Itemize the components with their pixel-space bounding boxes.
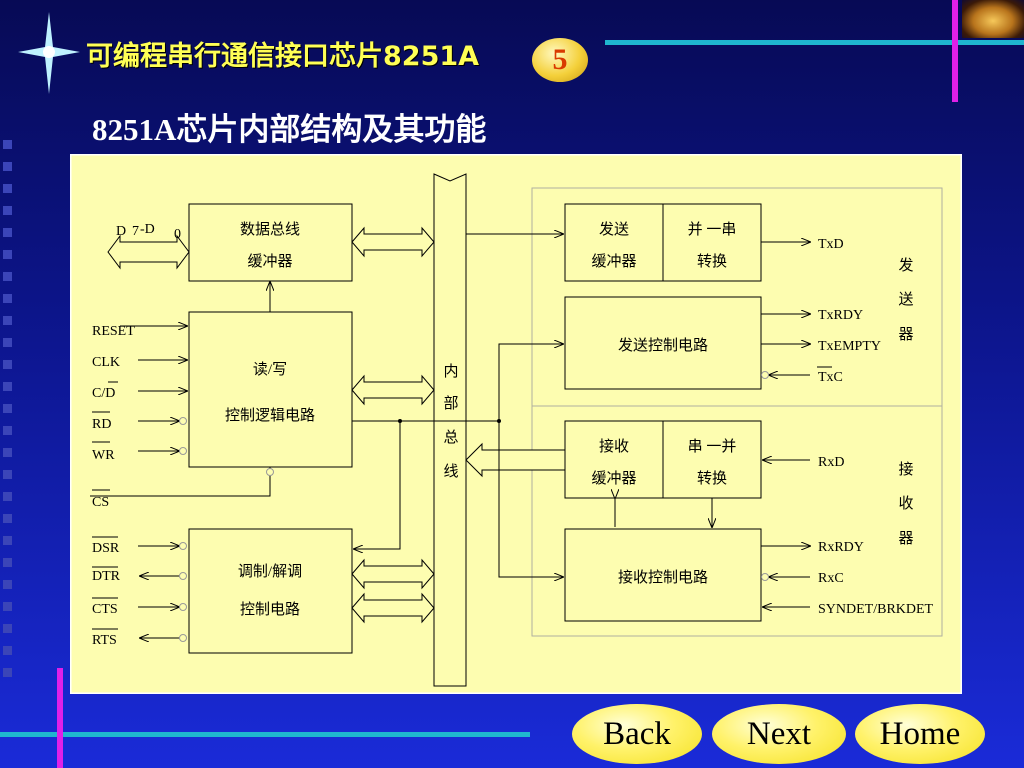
pin-wr: WR <box>92 448 115 463</box>
globe-logo <box>962 0 1024 38</box>
rx-buffer-label-1: 接收 <box>599 438 629 455</box>
rx-control-label: 接收控制电路 <box>618 569 708 586</box>
pin-d-dash: -D <box>140 222 155 237</box>
bottom-decor-bar <box>57 668 63 768</box>
arrow-rx-to-bus <box>465 442 566 478</box>
bottom-decor-line <box>0 732 530 737</box>
pin-txrdy: TxRDY <box>818 308 863 323</box>
rx-control-block <box>564 528 762 622</box>
rx-s2p-block <box>662 420 762 499</box>
arrow-rw-bus <box>351 374 435 406</box>
bus-buffer-label-2: 缓冲器 <box>247 253 292 270</box>
tx-group-char-2: 送 <box>898 291 913 308</box>
pin-dtr: DTR <box>92 569 121 584</box>
slide-number-badge: 5 <box>532 38 588 82</box>
back-button[interactable]: Back <box>572 704 702 764</box>
modem-label-2: 控制电路 <box>240 601 300 618</box>
left-decor-strip <box>0 140 14 680</box>
tx-group-char-3: 器 <box>898 327 913 343</box>
pin-d: D <box>116 224 126 239</box>
top-decor-line <box>605 40 1024 45</box>
pin-d-seven: 7 <box>132 224 139 239</box>
rx-buffer-block <box>564 420 664 499</box>
pin-cts: CTS <box>92 602 118 617</box>
pin-rxd: RxD <box>818 455 844 470</box>
modem-control-block <box>188 528 353 654</box>
pin-rts: RTS <box>92 633 117 648</box>
tx-control-label: 发送控制电路 <box>618 337 708 354</box>
rx-s2p-label-1: 串 一并 <box>688 438 737 455</box>
tx-p2s-label-1: 并 一串 <box>688 221 737 238</box>
arrow-modem-bus-2 <box>351 592 435 624</box>
slide-subtitle: 8251A芯片内部结构及其功能 <box>92 112 487 147</box>
pin-cs: CS <box>92 495 109 510</box>
pin-txc: TxC <box>818 370 843 385</box>
next-button[interactable]: Next <box>712 704 846 764</box>
rw-logic-label-1: 读/写 <box>253 361 287 378</box>
rw-logic-block <box>188 311 353 468</box>
tx-buffer-label-2: 缓冲器 <box>591 253 636 270</box>
pin-rd: RD <box>92 417 111 432</box>
rx-group-char-2: 收 <box>898 495 913 512</box>
pin-d-zero: 0 <box>174 227 181 242</box>
bus-buffer-label-1: 数据总线 <box>240 221 300 238</box>
internal-bus-char-4: 线 <box>443 463 458 480</box>
rw-logic-label-2: 控制逻辑电路 <box>225 407 315 424</box>
home-button[interactable]: Home <box>855 704 985 764</box>
pin-clk: CLK <box>92 355 120 370</box>
modem-label-1: 调制/解调 <box>238 563 302 580</box>
arrow-databus-int <box>351 226 435 258</box>
bus-buffer-block <box>188 203 353 282</box>
block-diagram: 数据总线 缓冲器 读/写 控制逻辑电路 调制/解调 控制电路 发送 缓冲器 并 … <box>70 154 962 694</box>
pin-txd: TxD <box>818 237 844 252</box>
rx-buffer-label-2: 缓冲器 <box>591 470 636 487</box>
internal-bus <box>433 173 467 687</box>
tx-buffer-label-1: 发送 <box>599 221 629 238</box>
rx-group-char-1: 接 <box>898 461 913 478</box>
internal-bus-char-1: 内 <box>443 363 458 380</box>
tx-p2s-block <box>662 203 762 282</box>
sparkle-star-icon <box>18 12 80 94</box>
pin-syndet: SYNDET/BRKDET <box>818 602 934 617</box>
top-decor-bar <box>952 0 958 102</box>
pin-dsr: DSR <box>92 541 120 556</box>
internal-bus-char-2: 部 <box>443 395 458 412</box>
receiver-frame <box>531 405 943 637</box>
arrow-modem-bus-1 <box>351 558 435 590</box>
tx-group-char-1: 发 <box>898 257 913 274</box>
rx-s2p-label-2: 转换 <box>697 470 727 487</box>
tx-p2s-label-2: 转换 <box>697 253 727 270</box>
rx-group-char-3: 器 <box>898 531 913 547</box>
pin-reset: RESET <box>92 324 135 339</box>
pin-rxrdy: RxRDY <box>818 540 864 555</box>
pin-cd: C/D <box>92 386 115 401</box>
pin-rxc: RxC <box>818 571 844 586</box>
internal-bus-char-3: 总 <box>443 429 458 446</box>
tx-control-block <box>564 296 762 390</box>
arrow-databus-ext <box>107 234 190 270</box>
pin-txempty: TxEMPTY <box>818 339 881 354</box>
slide-title: 可编程串行通信接口芯片8251A <box>86 41 480 72</box>
